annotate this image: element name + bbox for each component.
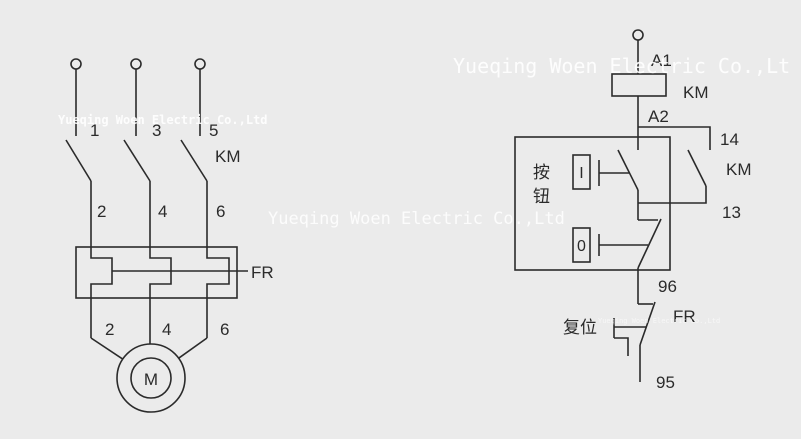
km-main-contact-3 bbox=[180, 139, 208, 182]
motor-terminal-label-2: 2 bbox=[105, 320, 114, 339]
motor-label: M bbox=[144, 370, 158, 389]
motor-terminal-label-6: 6 bbox=[220, 320, 229, 339]
motor-outer-ring bbox=[116, 343, 186, 413]
terminal-l2 bbox=[130, 58, 142, 70]
contactor-output-label-2: 2 bbox=[97, 202, 106, 221]
watermark-small-right: Yueqing Woen Electric Co.,Ltd bbox=[598, 317, 720, 325]
button-box-label-top: 按 bbox=[533, 163, 550, 183]
pushbutton-box bbox=[514, 136, 671, 271]
stop-button-cap bbox=[572, 227, 591, 263]
contactor-label: KM bbox=[215, 147, 241, 166]
fr-contact-terminal-96: 96 bbox=[658, 277, 677, 296]
reset-bracket bbox=[614, 337, 629, 356]
contactor-output-label-6: 6 bbox=[216, 202, 225, 221]
aux-contact-terminal-13: 13 bbox=[722, 203, 741, 222]
start-contact bbox=[617, 149, 639, 191]
km-main-contact-2 bbox=[123, 139, 151, 182]
terminal-l1 bbox=[70, 58, 82, 70]
watermark-small-left: Yueqing Woen Electric Co.,Ltd bbox=[58, 113, 268, 127]
terminal-label-5: 5 bbox=[209, 121, 218, 140]
stop-contact bbox=[637, 218, 662, 269]
start-button-symbol: I bbox=[579, 165, 583, 182]
motor-terminal-label-4: 4 bbox=[162, 320, 171, 339]
fr-contact-terminal-95: 95 bbox=[656, 373, 675, 392]
button-box-label-bottom: 钮 bbox=[533, 187, 550, 207]
power-circuit: M 1 3 5 KM 2 4 6 FR 2 4 6 bbox=[65, 58, 274, 413]
fr-contact bbox=[639, 301, 656, 346]
motor-lead-3 bbox=[178, 337, 208, 359]
aux-contact-label: KM bbox=[726, 160, 752, 179]
motor-inner-ring bbox=[130, 357, 172, 399]
aux-branch-top bbox=[638, 126, 711, 150]
km-coil bbox=[611, 73, 667, 97]
km-main-contact-1 bbox=[65, 139, 92, 182]
fr-contact-label: FR bbox=[673, 307, 696, 326]
coil-terminal-a1: A1 bbox=[651, 51, 672, 70]
terminal-label-3: 3 bbox=[152, 121, 161, 140]
reset-label: 复位 bbox=[563, 318, 597, 338]
control-circuit: I 0 A1 KM A2 14 KM 13 按 钮 96 FR 复位 95 bbox=[514, 29, 752, 392]
watermark-top-right: Yueqing Woen Electric Co.,Lt bbox=[453, 54, 790, 78]
terminal-label-1: 1 bbox=[90, 121, 99, 140]
terminal-l3 bbox=[194, 58, 206, 70]
thermal-relay-box bbox=[75, 246, 238, 299]
km-aux-contact bbox=[687, 149, 707, 187]
start-button-cap bbox=[572, 154, 591, 190]
watermarks: Yueqing Woen Electric Co.,Lt Yueqing Woe… bbox=[58, 54, 790, 325]
stop-button-symbol: 0 bbox=[577, 238, 586, 255]
motor-lead-1 bbox=[90, 337, 124, 360]
control-supply-terminal bbox=[632, 29, 644, 41]
contactor-output-label-4: 4 bbox=[158, 202, 167, 221]
coil-terminal-a2: A2 bbox=[648, 107, 669, 126]
thermal-relay-label: FR bbox=[251, 263, 274, 282]
watermark-center: Yueqing Woen Electric Co.,Ltd bbox=[268, 209, 565, 229]
coil-label: KM bbox=[683, 83, 709, 102]
aux-contact-terminal-14: 14 bbox=[720, 130, 739, 149]
aux-branch-bottom bbox=[638, 186, 707, 204]
